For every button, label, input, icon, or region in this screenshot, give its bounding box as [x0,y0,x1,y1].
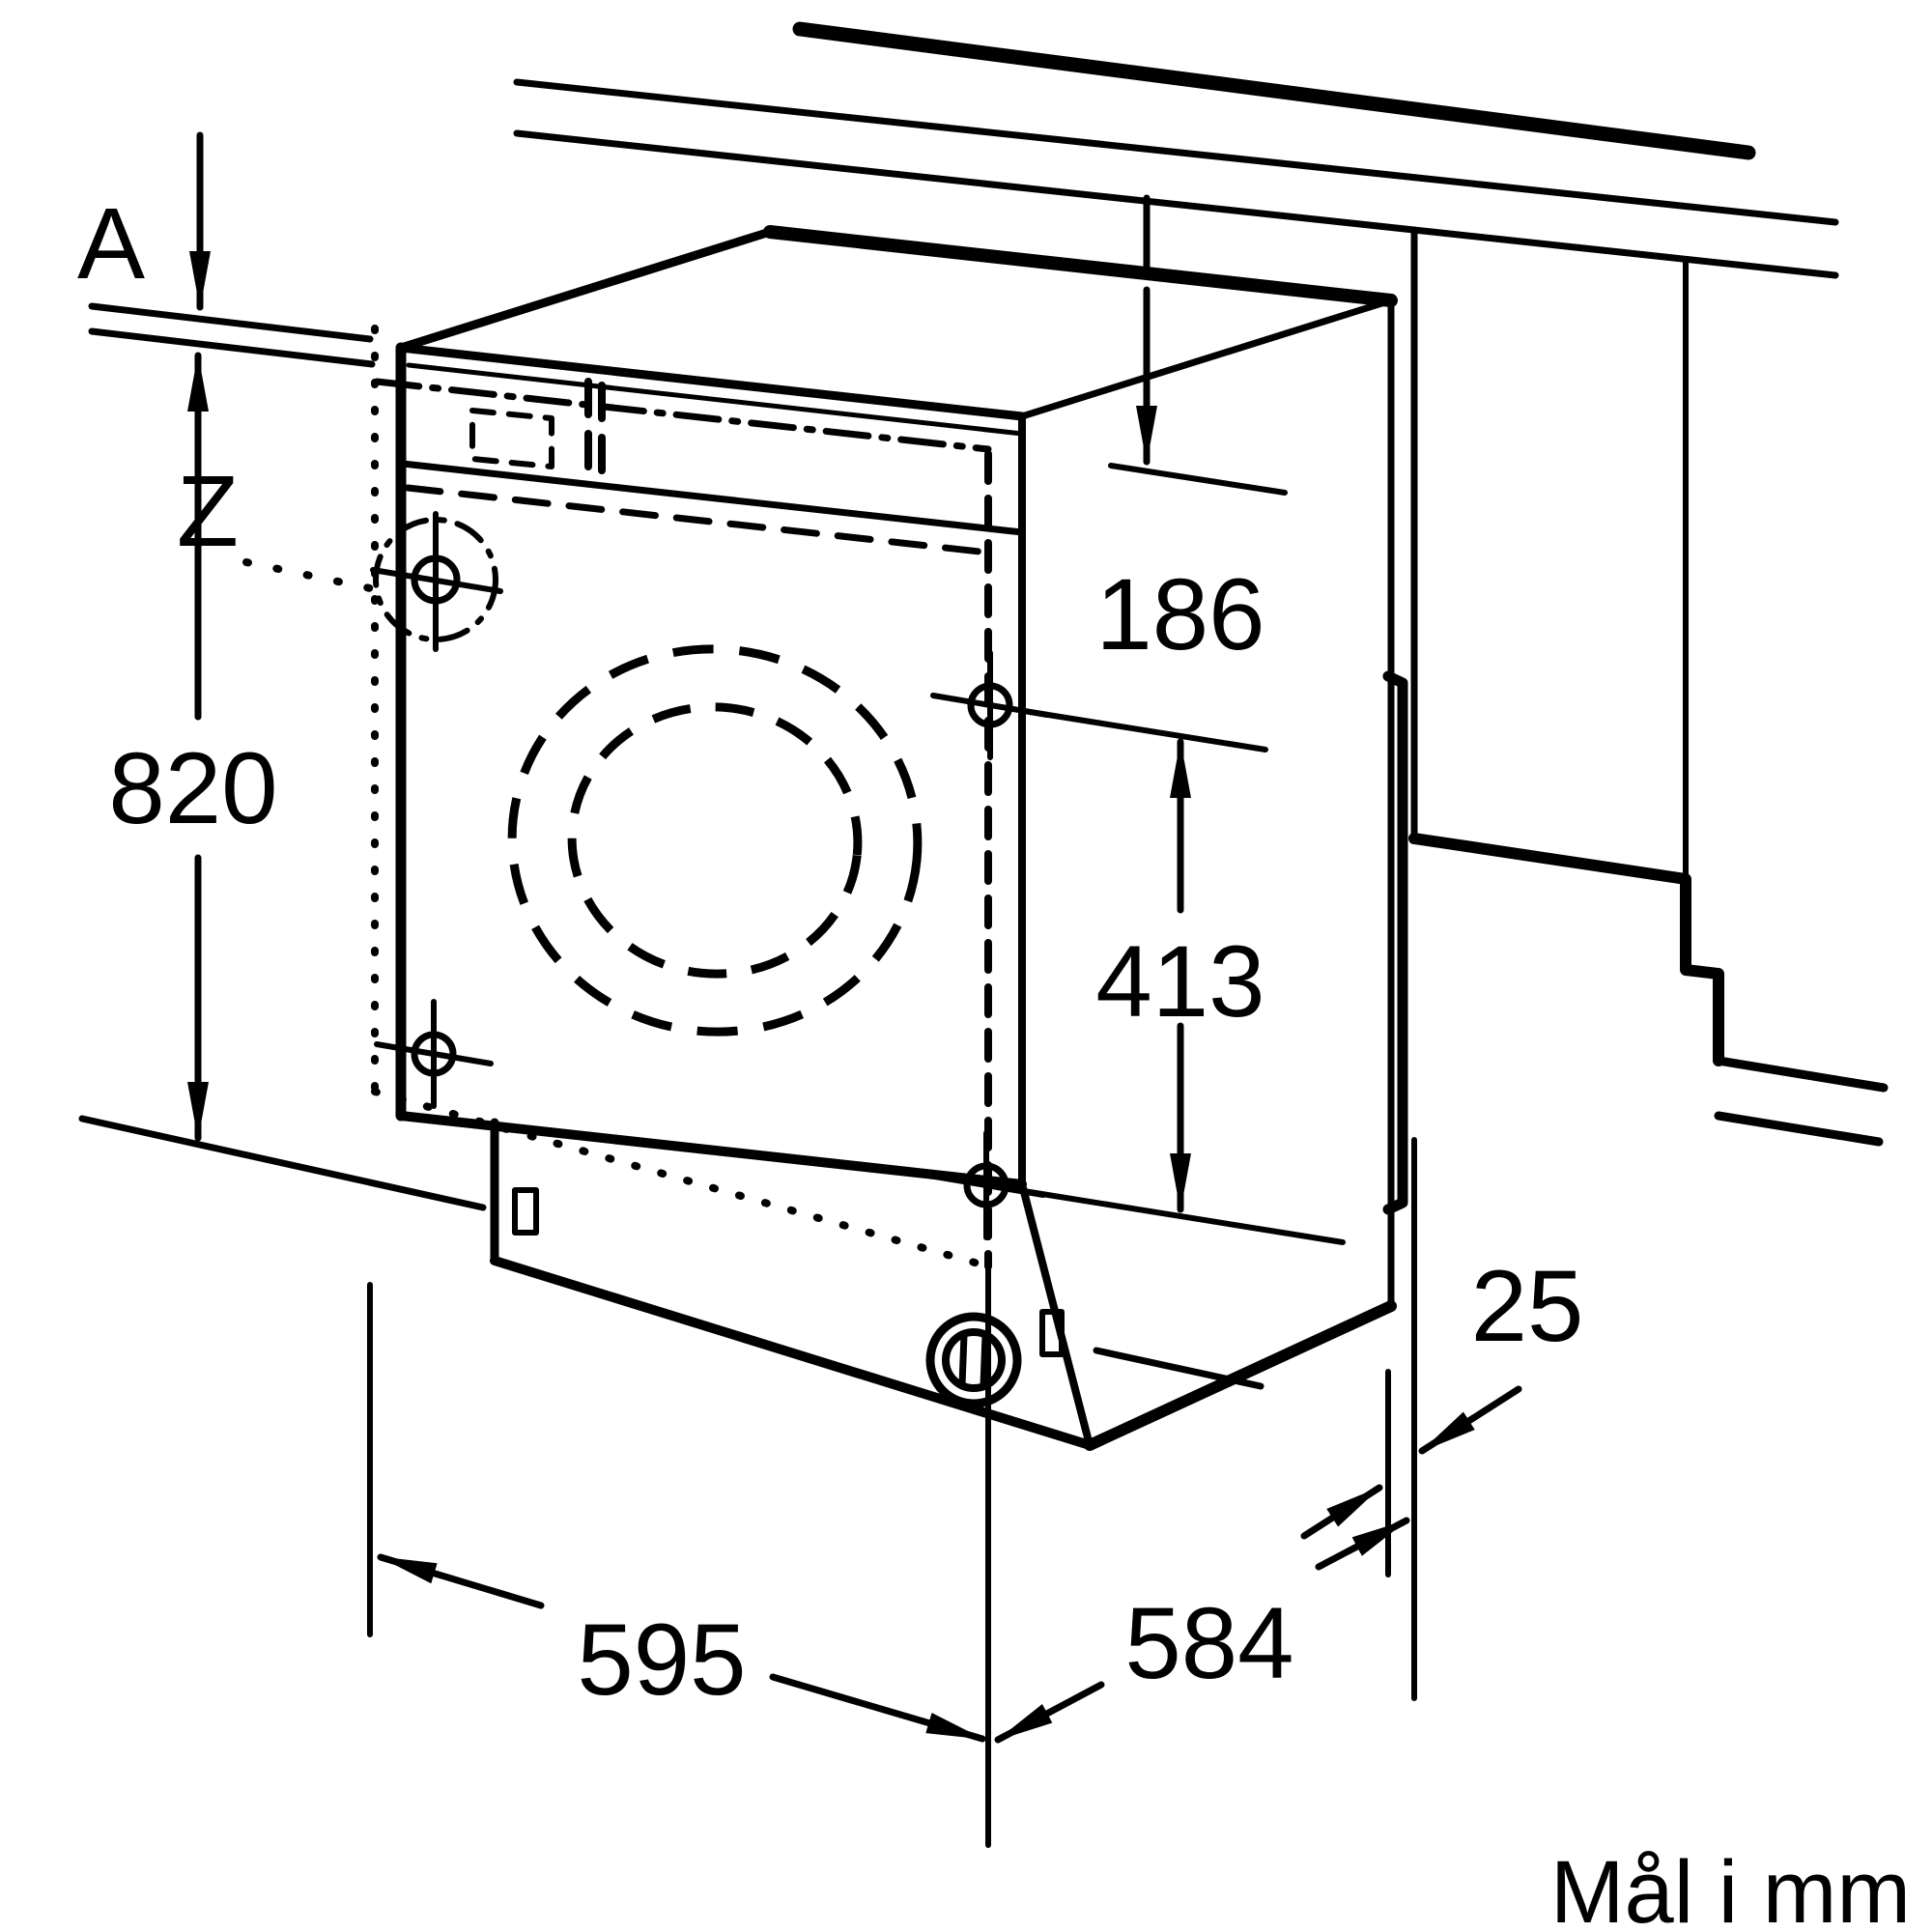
door-handle-strip [1382,670,1408,1215]
dim-584 [985,1137,1417,1848]
dim-25 [1300,1369,1522,1577]
worktop-front-strip-2 [88,327,376,368]
dim-25-arrow-left [1300,1484,1383,1540]
dim-595-arrow-left [377,1553,545,1609]
dim-413-label: 413 [1095,925,1264,1038]
plinth-slot-right [1039,1309,1065,1357]
door-circle-outer [507,644,923,1037]
machine-top-right-edge [1018,297,1395,420]
pump-cover-inner [942,1328,1006,1392]
cabinet-plinth-step [1408,833,1724,1066]
dim-595-label: 595 [577,1604,746,1717]
detail-z-leader [242,558,379,593]
dim-595 [367,1282,986,1743]
display-window [469,408,554,469]
cabinet-plinth-bottom-1 [1714,1056,1889,1093]
pump-cover-grip-2 [980,1331,989,1389]
door-outline-top [373,378,992,453]
worktop-underside-line-1 [513,78,1839,226]
dim-584-label: 584 [1124,1587,1293,1700]
machine-top-front-inner-edge [406,362,1025,437]
screw-cross-h [370,567,503,594]
plinth-slot-left [512,1187,539,1236]
screw-hole-bottom-left [374,999,494,1109]
pump-cover-outer [925,1312,1022,1408]
dim-25-arrow-right [1418,1385,1522,1455]
detail-z-label: Z [177,455,239,568]
floor-line-left [78,1115,487,1211]
detail-z-circle [373,517,498,642]
machine-top-back-edge [763,225,1398,307]
dim-413-tick-bottom [1021,1188,1346,1245]
dim-820-label: 820 [108,732,277,845]
dim-584-arrow-right [1315,1517,1410,1571]
pump-cover-grip-1 [958,1331,968,1389]
control-panel-dashed-line [404,484,992,556]
drum-door [507,644,923,1037]
screw-cross-h [374,1041,494,1066]
machine-side-bottom-edge [1084,1300,1397,1451]
control-panel-bottom-line [399,460,1026,536]
machine-body [395,225,1408,1451]
dim-186-label: 186 [1095,558,1264,671]
worktop-front-strip-1 [88,302,374,343]
dim-186 [1108,194,1288,496]
dim-25-label: 25 [1471,1250,1584,1363]
screw-hole-top-left [370,511,503,652]
door-circle-inner [567,702,863,979]
floor-line [78,1115,1264,1390]
cabinet-plinth-bottom-2 [1714,1111,1884,1147]
dim-186-ref-line [1108,463,1288,496]
machine-top-front-edge [396,343,1027,421]
machine-top-left-edge [396,227,775,353]
dim-584-arrow-left [994,1681,1105,1744]
screw-hole-top-right [930,650,1050,760]
adjacent-cabinet [1408,226,1889,1147]
screw-holes [370,511,1050,1240]
dim-413 [1021,708,1346,1245]
dim-595-arrow-right [769,1673,986,1743]
door-outline-bottom [371,1088,992,1270]
caption: Mål i mm [1550,1843,1911,1932]
worktop-top-edge [792,21,1756,160]
detail-z [242,558,379,593]
pump-cover [925,1312,1022,1408]
worktop [88,21,1839,368]
dim-413-tick-top [1021,708,1268,753]
dim-a-label: A [77,187,145,300]
worktop-underside-line-2 [513,129,1839,279]
